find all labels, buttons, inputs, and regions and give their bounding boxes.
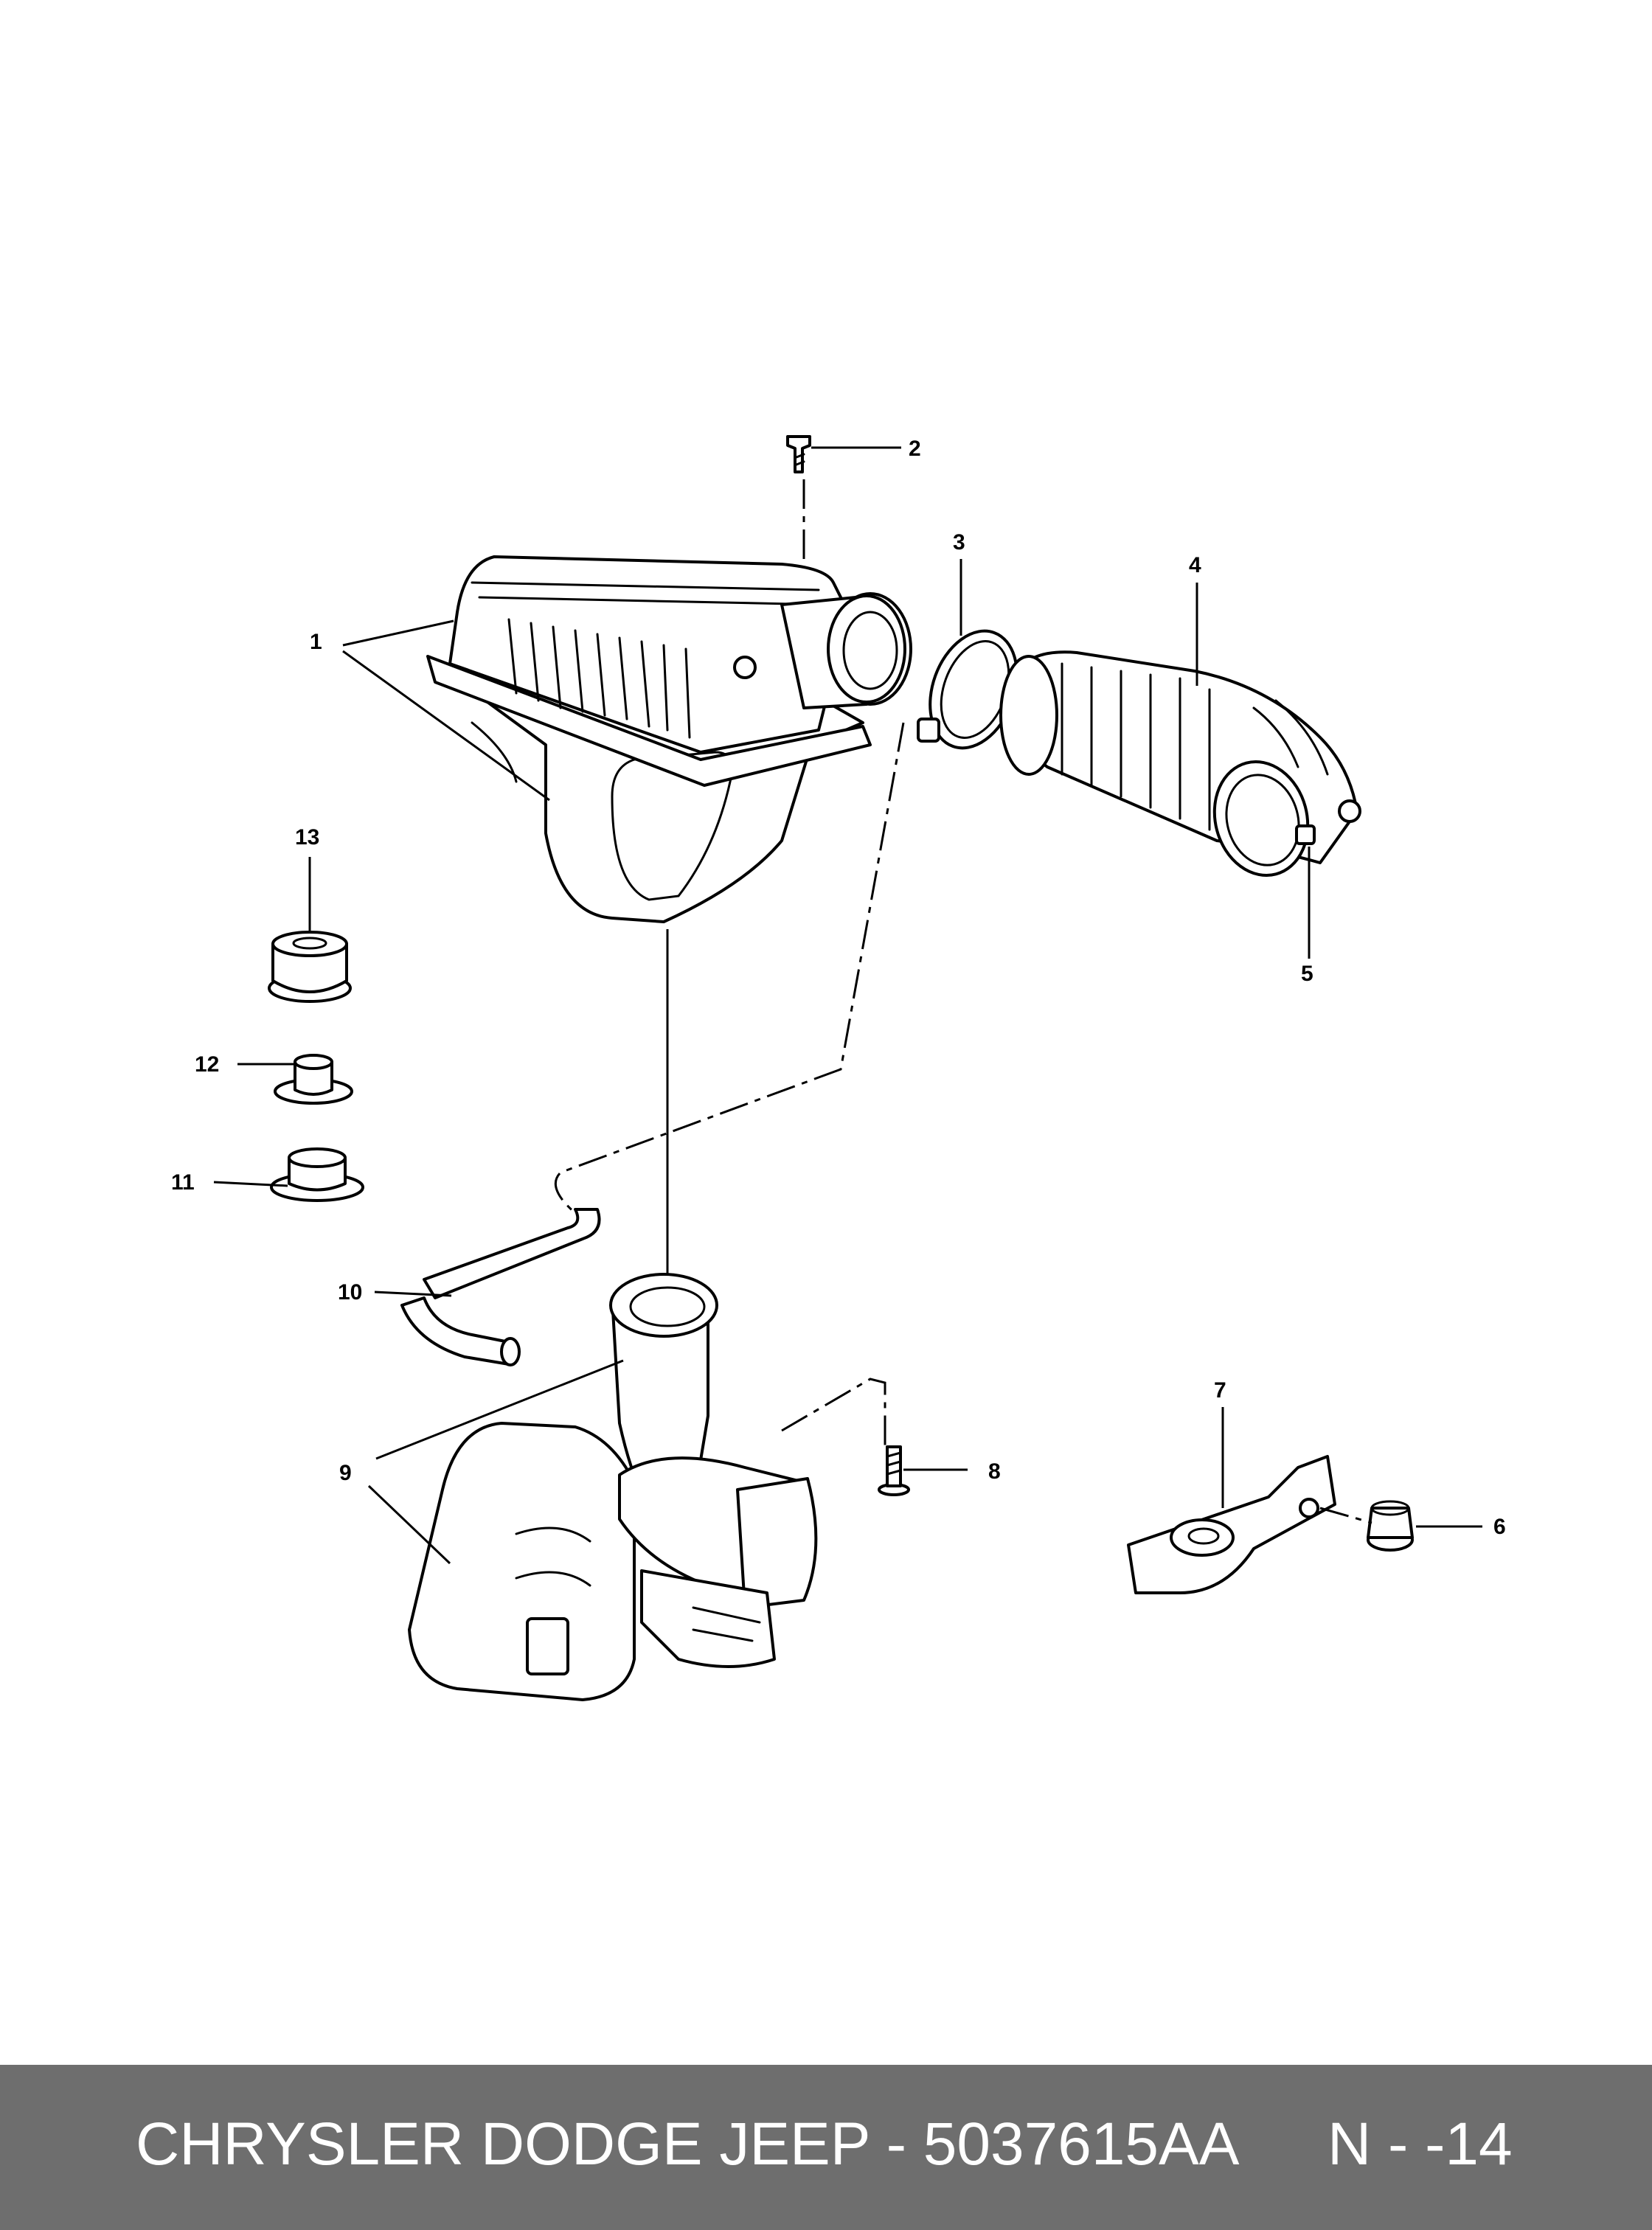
- callout-5: 5: [1301, 962, 1313, 986]
- callout-7: 7: [1214, 1378, 1226, 1403]
- callout-11: 11: [171, 1170, 195, 1195]
- housing-screw[interactable]: [786, 435, 811, 473]
- callout-10: 10: [338, 1280, 362, 1305]
- callout-4: 4: [1189, 553, 1201, 577]
- grommet-12[interactable]: [274, 1054, 353, 1105]
- callout-13: 13: [295, 825, 319, 850]
- callout-2: 2: [909, 437, 921, 461]
- hose-clamp-upper[interactable]: [914, 619, 1032, 760]
- support-bracket[interactable]: [1127, 1455, 1336, 1594]
- callout-12: 12: [195, 1052, 219, 1077]
- hose-clamp-lower[interactable]: [1202, 751, 1320, 886]
- callout-8: 8: [988, 1459, 1001, 1484]
- vent-hose[interactable]: [400, 1208, 601, 1366]
- footer-brand-part-number: CHRYSLER DODGE JEEP - 5037615AA: [136, 2111, 1240, 2178]
- callout-3: 3: [953, 530, 965, 555]
- parts-diagram: 1 2 3 4 5 6 7 8 9 10 11 12 13: [171, 435, 1506, 1701]
- callout-9: 9: [339, 1461, 352, 1485]
- air-cleaner-housing[interactable]: [426, 555, 912, 923]
- throttle-body-resonator[interactable]: [408, 1273, 818, 1701]
- callout-6: 6: [1493, 1515, 1506, 1539]
- footer-page-code: N - -14: [1328, 2111, 1513, 2178]
- isolator-13[interactable]: [268, 931, 352, 1003]
- bracket-bolt[interactable]: [878, 1445, 910, 1496]
- grommet-11[interactable]: [270, 1147, 364, 1202]
- callout-1: 1: [310, 630, 322, 654]
- flange-nut[interactable]: [1367, 1500, 1414, 1552]
- footer-bar: CHRYSLER DODGE JEEP - 5037615AA N - -14: [0, 2065, 1652, 2230]
